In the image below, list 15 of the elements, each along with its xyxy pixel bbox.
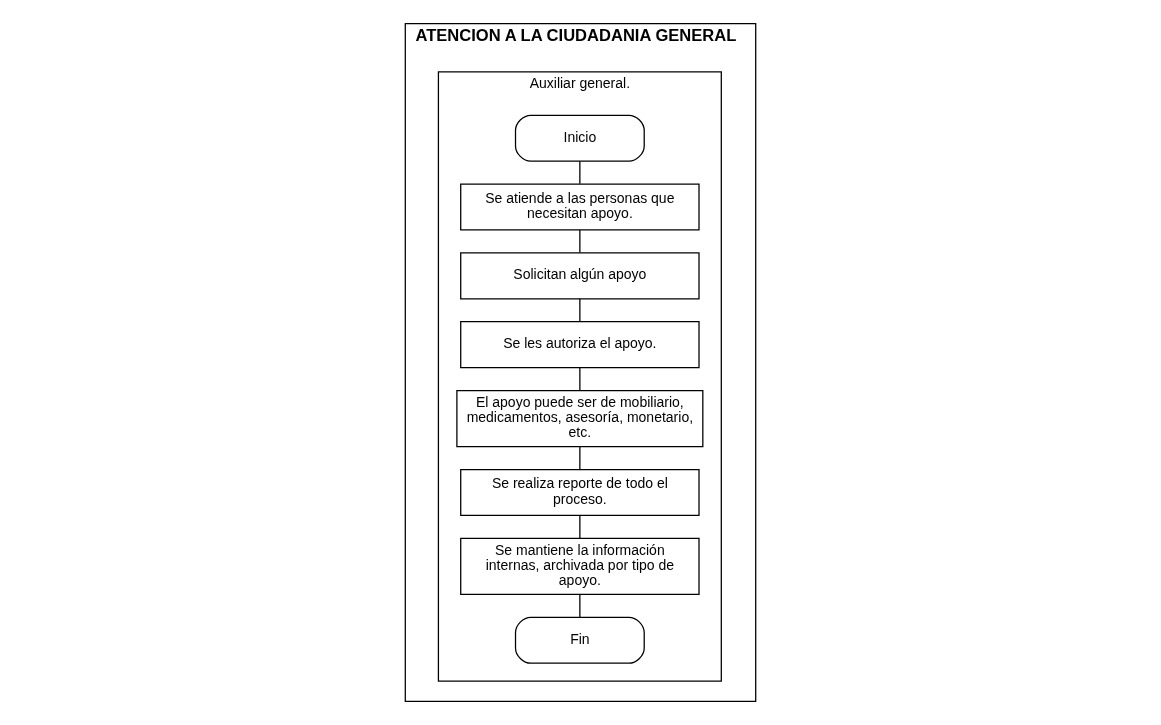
connector bbox=[579, 594, 581, 618]
node-box: Se les autoriza el apoyo. bbox=[460, 321, 700, 369]
connector bbox=[579, 367, 581, 391]
node-box: Fin bbox=[514, 616, 645, 664]
connector bbox=[579, 514, 581, 539]
node-box: Se mantiene la información internas, archivada por tipo de apoyo. bbox=[460, 537, 700, 596]
node-box: Inicio bbox=[514, 114, 645, 162]
connector bbox=[579, 229, 581, 254]
node-box: Se atiende a las personas que necesitan apoyo. bbox=[460, 183, 700, 231]
node-box: El apoyo puede ser de mobiliario, medicamentos, asesoría, monetario, etc. bbox=[456, 389, 704, 448]
node-box: Se realiza reporte de todo el proceso. bbox=[460, 468, 700, 517]
node-box: Solicitan algún apoyo bbox=[460, 252, 700, 300]
connector bbox=[579, 298, 581, 323]
connector bbox=[579, 160, 581, 185]
connector bbox=[579, 446, 581, 470]
